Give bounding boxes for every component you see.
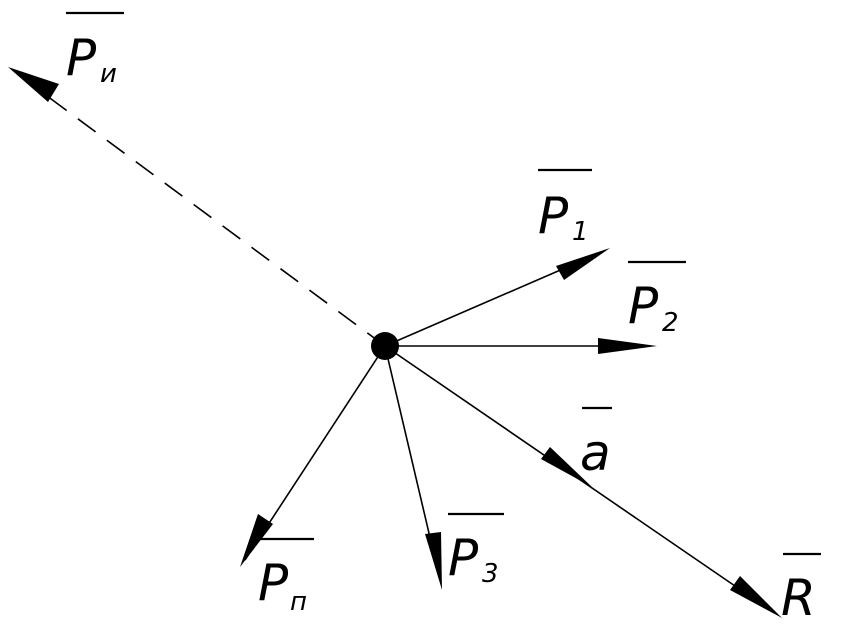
vector-p-n-arrowhead [240, 514, 273, 567]
vector-r-arrowhead [730, 576, 782, 618]
vector-p-3-arrowhead [425, 532, 442, 590]
label-p-1-main: P [538, 187, 569, 245]
label-p-1: P 1 [538, 168, 592, 247]
label-p-2-sub: 2 [662, 308, 679, 338]
label-r-main: R [781, 569, 816, 627]
center-point [371, 332, 399, 360]
label-p-2-main: P [628, 277, 659, 335]
label-p-3-main: P [448, 529, 479, 587]
vector-p-2-arrowhead [598, 338, 657, 354]
vector-p-u-arrowhead [8, 67, 59, 102]
label-r: R [781, 552, 821, 627]
vector-a-arrowhead [541, 447, 592, 487]
label-p-3-sub: 3 [482, 559, 499, 589]
label-p-n: P п [258, 537, 314, 617]
label-a-main: a [580, 424, 611, 482]
vector-p-u-line [19, 75, 386, 347]
label-p-u-sub: и [100, 59, 117, 89]
label-p-n-main: P [258, 554, 289, 612]
label-p-3: P 3 [448, 512, 504, 589]
label-p-n-sub: п [290, 587, 307, 617]
label-p-u: P и [66, 11, 124, 89]
label-a: a [580, 406, 612, 482]
label-p-1-sub: 1 [572, 217, 589, 247]
label-p-u-main: P [66, 29, 97, 87]
vector-p-1-arrowhead [556, 248, 610, 280]
label-p-2: P 2 [628, 260, 686, 338]
